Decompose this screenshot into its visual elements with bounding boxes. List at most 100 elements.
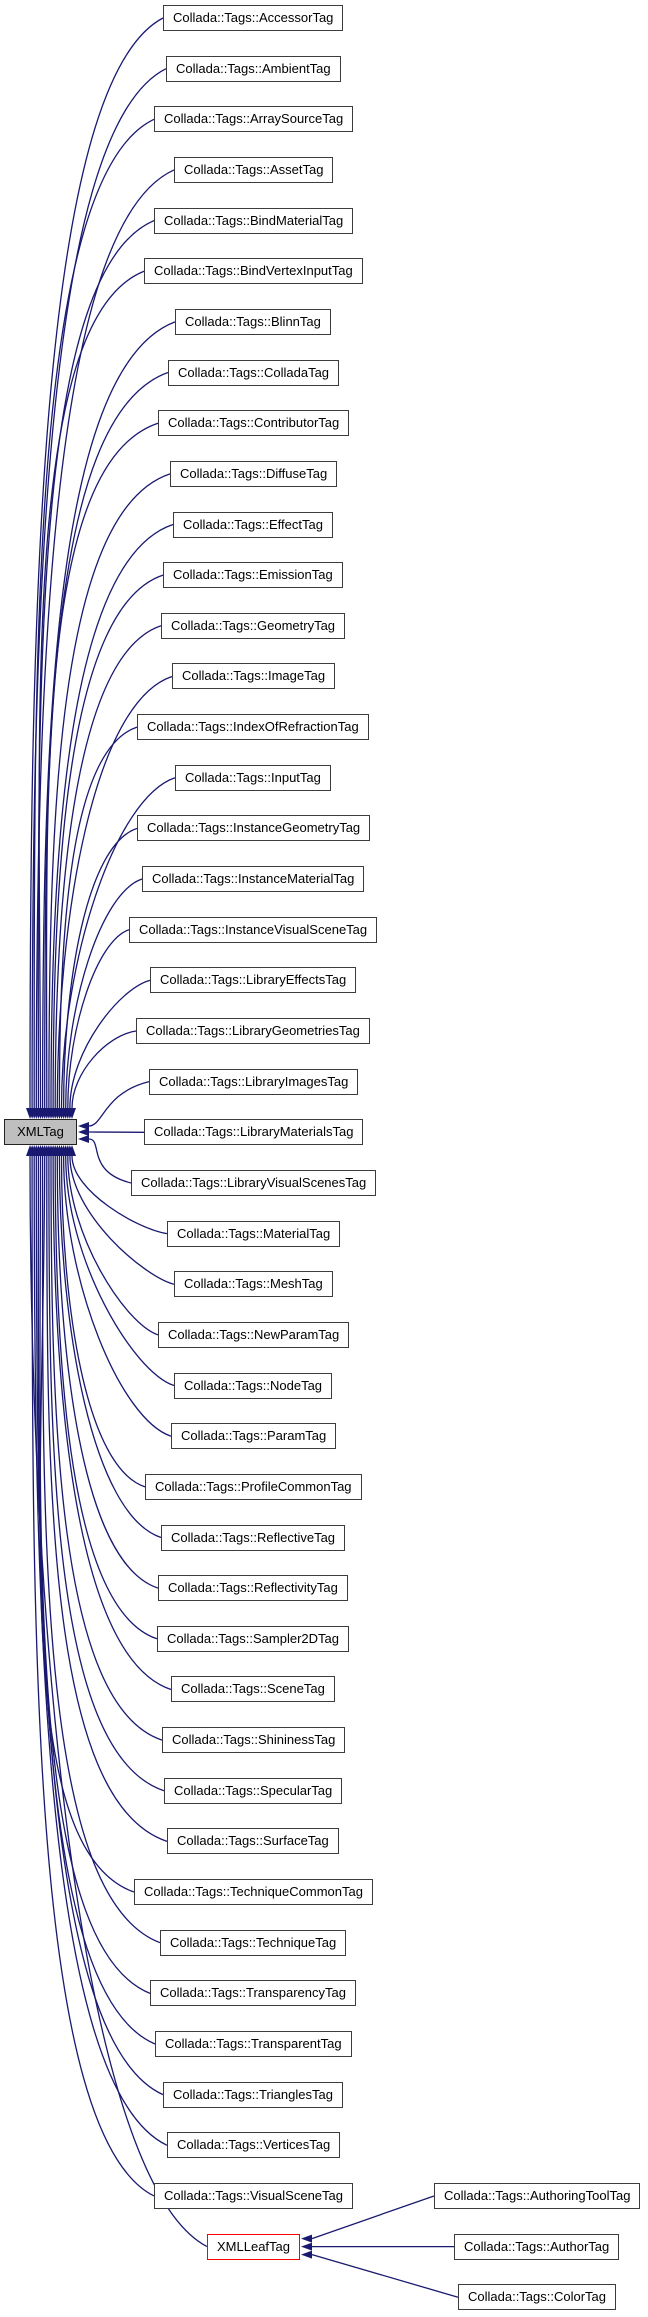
inheritance-edge	[48, 473, 171, 1109]
inheritance-edge	[69, 1155, 175, 1285]
class-node-GeometryTag[interactable]: Collada::Tags::GeometryTag	[161, 613, 346, 639]
inheritance-edge	[39, 1155, 151, 1994]
inheritance-edge	[50, 523, 174, 1109]
inheritance-edge	[45, 422, 159, 1109]
inheritance-edge	[52, 1155, 172, 1691]
class-node-TransparentTag[interactable]: Collada::Tags::TransparentTag	[155, 2031, 352, 2057]
class-node-ColorTag[interactable]: Collada::Tags::ColorTag	[458, 2284, 617, 2310]
inheritance-edge	[58, 1155, 162, 1539]
class-node-ArraySourceTag[interactable]: Collada::Tags::ArraySourceTag	[154, 106, 354, 132]
inheritance-edge	[44, 371, 169, 1109]
arrowhead	[78, 1135, 89, 1143]
inheritance-edge	[50, 1155, 163, 1741]
class-node-NodeTag[interactable]: Collada::Tags::NodeTag	[174, 1373, 333, 1399]
class-node-AmbientTag[interactable]: Collada::Tags::AmbientTag	[166, 56, 341, 82]
inheritance-edge	[31, 68, 167, 1109]
inheritance-edge	[65, 1155, 175, 1387]
inheritance-edge	[67, 1155, 159, 1336]
class-node-BindMaterialTag[interactable]: Collada::Tags::BindMaterialTag	[154, 208, 354, 234]
inheritance-edge	[41, 321, 176, 1109]
class-node-XMLLeafTag[interactable]: XMLLeafTag	[207, 2234, 300, 2260]
arrowhead	[26, 1145, 34, 1156]
class-node-ReflectivityTag[interactable]: Collada::Tags::ReflectivityTag	[158, 1575, 348, 1601]
inheritance-edge	[62, 1155, 172, 1437]
inheritance-edge	[35, 1155, 164, 2096]
class-node-TransparencyTag[interactable]: Collada::Tags::TransparencyTag	[150, 1980, 356, 2006]
inheritance-edge	[33, 1155, 168, 2146]
class-node-ShininessTag[interactable]: Collada::Tags::ShininessTag	[162, 1727, 346, 1753]
class-node-ReflectiveTag[interactable]: Collada::Tags::ReflectiveTag	[161, 1525, 346, 1551]
class-node-XMLTag[interactable]: XMLTag	[4, 1119, 77, 1145]
class-node-EmissionTag[interactable]: Collada::Tags::EmissionTag	[163, 562, 343, 588]
class-node-LibraryMaterialsTag[interactable]: Collada::Tags::LibraryMaterialsTag	[144, 1119, 364, 1145]
class-node-IndexOfRefractionTag[interactable]: Collada::Tags::IndexOfRefractionTag	[137, 714, 369, 740]
class-node-LibraryVisualScenesTag[interactable]: Collada::Tags::LibraryVisualScenesTag	[131, 1170, 377, 1196]
class-node-BlinnTag[interactable]: Collada::Tags::BlinnTag	[175, 309, 331, 335]
class-node-TechniqueCommonTag[interactable]: Collada::Tags::TechniqueCommonTag	[134, 1879, 373, 1905]
inheritance-edge	[60, 777, 176, 1109]
inheritance-edge	[69, 979, 151, 1109]
inheritance-edge	[71, 1155, 168, 1235]
inheritance-edge	[56, 1155, 159, 1589]
inheritance-edge	[31, 1155, 155, 2197]
class-node-Sampler2DTag[interactable]: Collada::Tags::Sampler2DTag	[157, 1626, 349, 1652]
inheritance-edge	[54, 625, 162, 1109]
class-node-ParamTag[interactable]: Collada::Tags::ParamTag	[171, 1423, 337, 1449]
class-node-LibraryGeometriesTag[interactable]: Collada::Tags::LibraryGeometriesTag	[136, 1018, 370, 1044]
class-node-VerticesTag[interactable]: Collada::Tags::VerticesTag	[167, 2132, 341, 2158]
class-node-AssetTag[interactable]: Collada::Tags::AssetTag	[174, 157, 334, 183]
inheritance-edge	[54, 1155, 158, 1640]
arrowhead	[68, 1108, 76, 1119]
class-node-InputTag[interactable]: Collada::Tags::InputTag	[175, 765, 331, 791]
inheritance-edge	[38, 270, 145, 1109]
class-node-EffectTag[interactable]: Collada::Tags::EffectTag	[173, 512, 333, 538]
class-node-LibraryImagesTag[interactable]: Collada::Tags::LibraryImagesTag	[149, 1069, 359, 1095]
arrowhead	[78, 1128, 89, 1136]
class-node-BindVertexInputTag[interactable]: Collada::Tags::BindVertexInputTag	[144, 258, 363, 284]
inheritance-edge	[67, 929, 130, 1109]
inheritance-edge	[88, 1138, 132, 1184]
inheritance-edge	[58, 726, 138, 1109]
class-node-NewParamTag[interactable]: Collada::Tags::NewParamTag	[158, 1322, 350, 1348]
class-node-AuthorTag[interactable]: Collada::Tags::AuthorTag	[454, 2234, 620, 2260]
class-node-MeshTag[interactable]: Collada::Tags::MeshTag	[174, 1271, 333, 1297]
class-node-LibraryEffectsTag[interactable]: Collada::Tags::LibraryEffectsTag	[150, 967, 357, 993]
inheritance-edge	[88, 1081, 150, 1127]
class-node-TrianglesTag[interactable]: Collada::Tags::TrianglesTag	[163, 2082, 343, 2108]
inheritance-edge	[46, 1155, 168, 1843]
class-node-InstanceMaterialTag[interactable]: Collada::Tags::InstanceMaterialTag	[142, 866, 365, 892]
class-node-VisualSceneTag[interactable]: Collada::Tags::VisualSceneTag	[154, 2183, 353, 2209]
class-node-DiffuseTag[interactable]: Collada::Tags::DiffuseTag	[170, 461, 338, 487]
inheritance-edge	[62, 827, 138, 1109]
class-node-TechniqueTag[interactable]: Collada::Tags::TechniqueTag	[160, 1930, 347, 1956]
inheritance-edge	[33, 118, 155, 1109]
class-node-ColladaTag[interactable]: Collada::Tags::ColladaTag	[168, 360, 340, 386]
inheritance-edge	[41, 1155, 161, 1944]
arrowhead	[78, 1122, 89, 1130]
inheritance-edge	[71, 1030, 137, 1109]
arrowhead	[301, 2234, 312, 2243]
inheritance-edge	[48, 1155, 165, 1792]
class-node-ProfileCommonTag[interactable]: Collada::Tags::ProfileCommonTag	[145, 1474, 362, 1500]
class-node-SpecularTag[interactable]: Collada::Tags::SpecularTag	[164, 1778, 343, 1804]
class-node-SurfaceTag[interactable]: Collada::Tags::SurfaceTag	[167, 1828, 339, 1854]
class-node-ContributorTag[interactable]: Collada::Tags::ContributorTag	[158, 410, 350, 436]
class-node-AccessorTag[interactable]: Collada::Tags::AccessorTag	[163, 5, 344, 31]
arrowhead	[301, 2250, 312, 2259]
class-node-AuthoringToolTag[interactable]: Collada::Tags::AuthoringToolTag	[434, 2183, 641, 2209]
class-node-InstanceVisualSceneTag[interactable]: Collada::Tags::InstanceVisualSceneTag	[129, 917, 378, 943]
inheritance-edge	[52, 574, 164, 1109]
inheritance-edge	[311, 2195, 435, 2240]
class-node-SceneTag[interactable]: Collada::Tags::SceneTag	[171, 1676, 335, 1702]
inheritance-edge	[37, 220, 155, 1109]
inheritance-edge	[311, 2253, 459, 2298]
inheritance-edge	[65, 878, 143, 1109]
inheritance-edge	[56, 675, 173, 1109]
inheritance-edge	[29, 17, 164, 1109]
inheritance-edge	[60, 1155, 146, 1488]
class-node-InstanceGeometryTag[interactable]: Collada::Tags::InstanceGeometryTag	[137, 815, 371, 841]
class-node-ImageTag[interactable]: Collada::Tags::ImageTag	[172, 663, 336, 689]
class-node-MaterialTag[interactable]: Collada::Tags::MaterialTag	[167, 1221, 341, 1247]
